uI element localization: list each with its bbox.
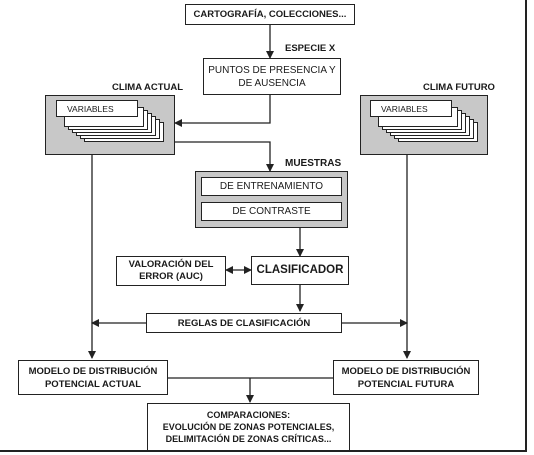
comparaciones-line-3: DELIMITACIÓN DE ZONAS CRÍTICAS...: [165, 434, 332, 444]
modelo-actual-line-2: POTENCIAL ACTUAL: [44, 378, 142, 390]
modelo-actual-line-1: MODELO DE DISTRIBUCIÓN: [28, 365, 158, 377]
valoracion-line-1: VALORACIÓN DEL: [128, 259, 214, 270]
puntos-line-2: DE AUSENCIA: [238, 77, 306, 89]
valoracion-line-2: ERROR (AUC): [139, 271, 203, 282]
modelo-futura-box: MODELO DE DISTRIBUCIÓN POTENCIAL FUTURA: [333, 360, 479, 395]
comparaciones-line-2: EVOLUCIÓN DE ZONAS POTENCIALES,: [162, 422, 335, 432]
especie-label: ESPECIE X: [285, 43, 336, 54]
modelo-actual-box: MODELO DE DISTRIBUCIÓN POTENCIAL ACTUAL: [18, 360, 168, 395]
comparaciones-line-1: COMPARACIONES:: [206, 410, 291, 420]
modelo-futura-line-2: POTENCIAL FUTURA: [357, 378, 455, 390]
puntos-line-1: PUNTOS DE PRESENCIA Y: [208, 64, 336, 76]
variables-futuro-label: VARIABLES: [381, 103, 428, 114]
modelo-futura-line-1: MODELO DE DISTRIBUCIÓN: [341, 365, 471, 377]
cartografia-box: CARTOGRAFÍA, COLECCIONES...: [185, 4, 355, 25]
variables-futuro-layer: VARIABLES: [370, 100, 452, 117]
reglas-label: REGLAS DE CLASIFICACIÓN: [177, 317, 311, 329]
muestras-label: MUESTRAS: [285, 158, 342, 169]
clima-actual-label: CLIMA ACTUAL: [112, 82, 184, 93]
variables-actual-layer: VARIABLES: [56, 100, 138, 117]
valoracion-box: VALORACIÓN DEL ERROR (AUC): [116, 256, 226, 286]
clima-futuro-label: CLIMA FUTURO: [423, 82, 495, 93]
contraste-box: DE CONTRASTE: [201, 202, 342, 221]
variables-actual-label: VARIABLES: [67, 103, 114, 114]
entrenamiento-box: DE ENTRENAMIENTO: [201, 177, 342, 196]
contraste-label: DE CONTRASTE: [232, 206, 311, 217]
clasificador-box: CLASIFICADOR: [251, 256, 349, 285]
clasificador-label: CLASIFICADOR: [256, 264, 344, 276]
comparaciones-box: COMPARACIONES: EVOLUCIÓN DE ZONAS POTENC…: [147, 403, 350, 451]
entrenamiento-label: DE ENTRENAMIENTO: [219, 181, 324, 192]
cartografia-label: CARTOGRAFÍA, COLECCIONES...: [193, 9, 347, 20]
reglas-box: REGLAS DE CLASIFICACIÓN: [146, 313, 342, 333]
puntos-box: PUNTOS DE PRESENCIA Y DE AUSENCIA: [203, 58, 341, 95]
